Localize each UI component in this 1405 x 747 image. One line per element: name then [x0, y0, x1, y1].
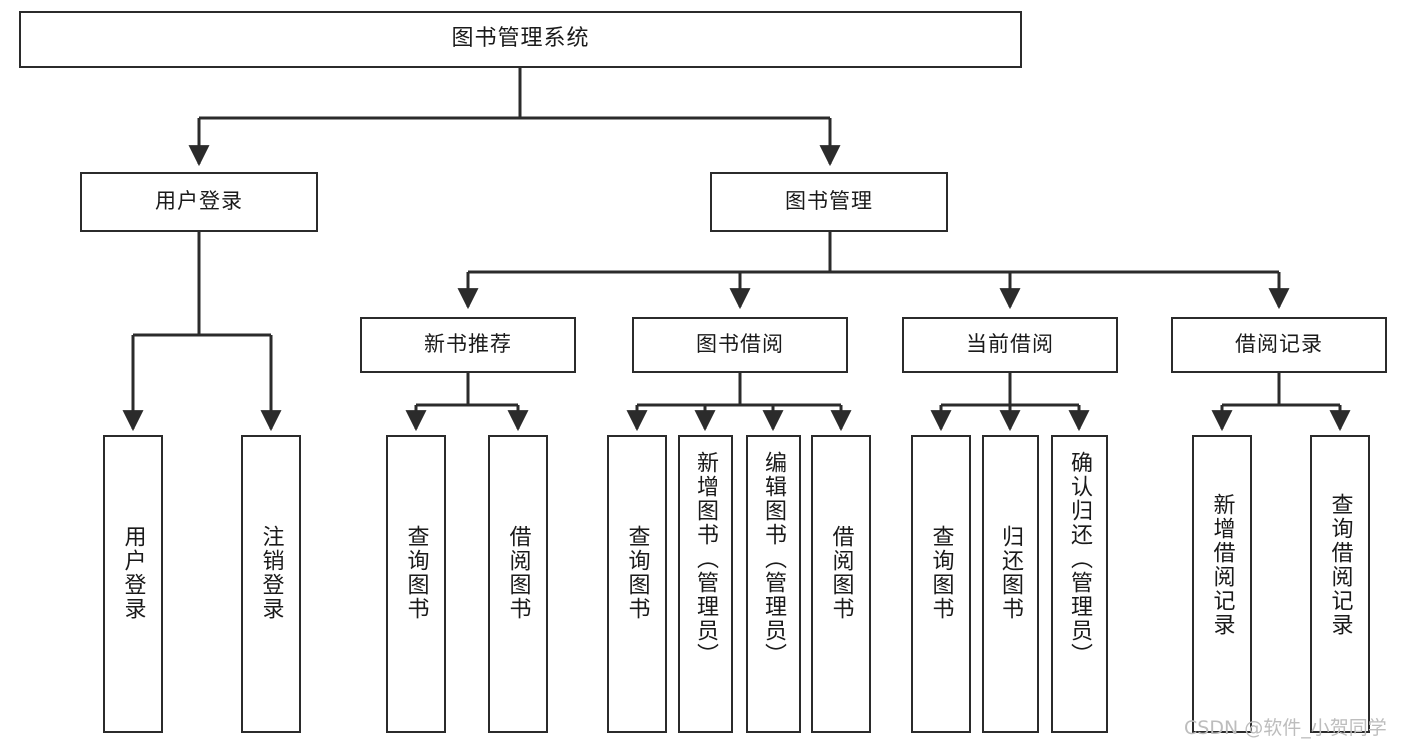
node-label: 查询图书	[624, 525, 650, 621]
node-book-management[interactable]: 图书管理	[710, 172, 948, 232]
leaf-add-book-admin[interactable]: 新增图书（管理员）	[678, 435, 733, 733]
node-label: 确认归还（管理员）	[1067, 451, 1093, 667]
node-label: 新增图书（管理员）	[693, 451, 719, 667]
node-new-book-recommend[interactable]: 新书推荐	[360, 317, 576, 373]
node-label: 编辑图书（管理员）	[761, 451, 787, 667]
node-label: 新增借阅记录	[1209, 493, 1235, 637]
node-label: 借阅记录	[1235, 332, 1323, 357]
node-label: 借阅图书	[828, 525, 854, 621]
node-current-borrow[interactable]: 当前借阅	[902, 317, 1118, 373]
node-label: 图书管理系统	[451, 26, 590, 52]
leaf-confirm-return-admin[interactable]: 确认归还（管理员）	[1051, 435, 1108, 733]
node-book-borrow[interactable]: 图书借阅	[632, 317, 848, 373]
leaf-query-book-borrow[interactable]: 查询图书	[607, 435, 667, 733]
node-label: 查询图书	[403, 525, 429, 621]
node-label: 注销登录	[258, 525, 284, 621]
leaf-borrow-book[interactable]: 借阅图书	[811, 435, 871, 733]
node-label: 用户登录	[155, 189, 243, 214]
leaf-edit-book-admin[interactable]: 编辑图书（管理员）	[746, 435, 801, 733]
leaf-user-login[interactable]: 用户登录	[103, 435, 163, 733]
node-borrow-record[interactable]: 借阅记录	[1171, 317, 1387, 373]
node-label: 新书推荐	[424, 332, 512, 357]
watermark: CSDN @软件_小贺同学	[1184, 717, 1387, 739]
leaf-query-borrow-record[interactable]: 查询借阅记录	[1310, 435, 1370, 733]
leaf-logout[interactable]: 注销登录	[241, 435, 301, 733]
node-label: 用户登录	[120, 525, 146, 621]
leaf-query-book-current[interactable]: 查询图书	[911, 435, 971, 733]
node-label: 借阅图书	[505, 525, 531, 621]
node-label: 查询图书	[928, 525, 954, 621]
leaf-query-book-new[interactable]: 查询图书	[386, 435, 446, 733]
node-label: 查询借阅记录	[1327, 493, 1353, 637]
leaf-borrow-book-new[interactable]: 借阅图书	[488, 435, 548, 733]
node-label: 图书借阅	[696, 332, 784, 357]
node-label: 归还图书	[998, 525, 1024, 621]
node-label: 当前借阅	[966, 332, 1054, 357]
node-label: 图书管理	[785, 189, 873, 214]
leaf-add-borrow-record[interactable]: 新增借阅记录	[1192, 435, 1252, 733]
leaf-return-book[interactable]: 归还图书	[982, 435, 1039, 733]
node-root-system[interactable]: 图书管理系统	[19, 11, 1022, 68]
node-user-login[interactable]: 用户登录	[80, 172, 318, 232]
